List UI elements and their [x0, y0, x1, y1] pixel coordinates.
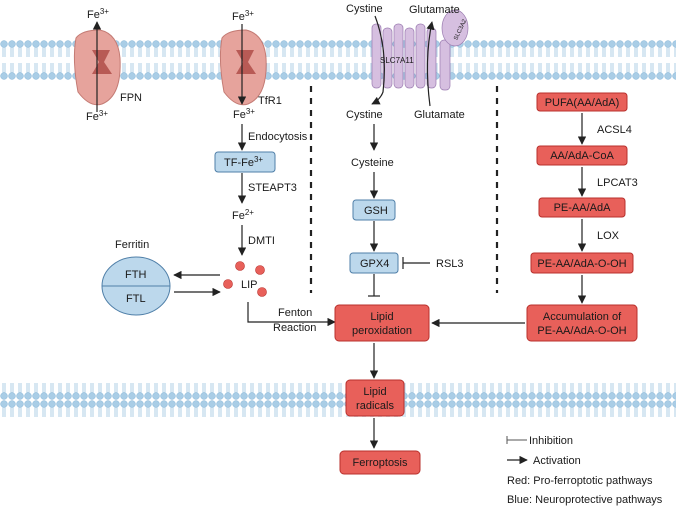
- pe-ooh-box: [530, 252, 634, 274]
- lipid-peroxidation-label-1: Lipid: [370, 311, 393, 323]
- endocytosis-label: Endocytosis: [248, 131, 308, 143]
- glutamate-top-label: Glutamate: [409, 4, 460, 16]
- cystine-label: Cystine: [346, 109, 383, 121]
- lower-membrane: [0, 382, 676, 422]
- lipid-peroxidation-box: [334, 304, 430, 342]
- lipid-radicals-box: [345, 379, 405, 417]
- pufa-box: [536, 92, 628, 112]
- tfr1-label: TfR1: [258, 95, 282, 107]
- fe2-label: Fe2+: [232, 208, 254, 222]
- tfr1-fe3-inside: Fe3+: [233, 107, 255, 121]
- lpcat3-label: LPCAT3: [597, 177, 638, 189]
- legend-activation-label: Activation: [533, 455, 581, 467]
- ferritin-label: Ferritin: [115, 239, 149, 251]
- accumulation-label-2: PE-AA/AdA-O-OH: [537, 325, 626, 337]
- legend-red-label: Red: Pro-ferroptotic pathways: [507, 475, 653, 487]
- lox-label: LOX: [597, 230, 620, 242]
- gsh-box: [352, 199, 396, 221]
- pufa-label: PUFA(AA/AdA): [545, 97, 620, 109]
- tfr1-fe3-top: Fe3+: [232, 9, 254, 23]
- tfr1-channel: [219, 29, 267, 106]
- dmti-label: DMTI: [248, 235, 275, 247]
- lipid-peroxidation-label-2: peroxidation: [352, 325, 412, 337]
- legend: Inhibition Activation Red: Pro-ferroptot…: [506, 435, 663, 506]
- fenton-arrow: [247, 302, 336, 327]
- ferroptosis-label: Ferroptosis: [352, 457, 408, 469]
- tf-fe3-box: [214, 151, 276, 173]
- slc7a11-transporter: [371, 9, 469, 91]
- legend-inhibition-label: Inhibition: [529, 435, 573, 447]
- fth-label: FTH: [125, 269, 146, 281]
- pe-aa-box: [538, 197, 626, 218]
- steapt3-label: STEAPT3: [248, 182, 297, 194]
- gpx4-box: [349, 252, 399, 274]
- fpn-label: FPN: [120, 92, 142, 104]
- accumulation-box: [526, 304, 638, 342]
- ftl-label: FTL: [126, 293, 146, 305]
- lip-label: LIP: [241, 279, 258, 291]
- tf-fe3-label: TF-Fe3+: [224, 155, 263, 169]
- aa-coa-box: [536, 145, 628, 166]
- cysteine-label: Cysteine: [351, 157, 394, 169]
- legend-blue-label: Blue: Neuroprotective pathways: [507, 494, 663, 506]
- pe-aa-label: PE-AA/AdA: [554, 202, 612, 214]
- gsh-label: GSH: [364, 205, 388, 217]
- accumulation-label-1: Accumulation of: [543, 311, 622, 323]
- glutamate-label: Glutamate: [414, 109, 465, 121]
- fpn-fe3-top: Fe3+: [87, 7, 109, 21]
- lip-pool: [223, 261, 267, 297]
- gpx4-label: GPX4: [360, 258, 389, 270]
- glutamate-export-arrow: [426, 21, 435, 107]
- aa-coa-label: AA/AdA-CoA: [550, 150, 614, 162]
- fenton-label-2: Reaction: [273, 322, 316, 334]
- lipid-radicals-label-2: radicals: [356, 400, 394, 412]
- lipid-radicals-label-1: Lipid: [363, 386, 386, 398]
- fenton-label-1: Fenton: [278, 307, 312, 319]
- cystine-uptake-arrow: [371, 15, 385, 105]
- rsl3-label: RSL3: [436, 258, 464, 270]
- acsl4-label: ACSL4: [597, 124, 632, 136]
- slc7a11-label: SLC7A11: [380, 56, 414, 65]
- fpn-fe3-bottom: Fe3+: [86, 109, 108, 123]
- pe-ooh-label: PE-AA/AdA-O-OH: [537, 258, 626, 270]
- ferroptosis-box: [339, 450, 421, 475]
- cystine-top-label: Cystine: [346, 3, 383, 15]
